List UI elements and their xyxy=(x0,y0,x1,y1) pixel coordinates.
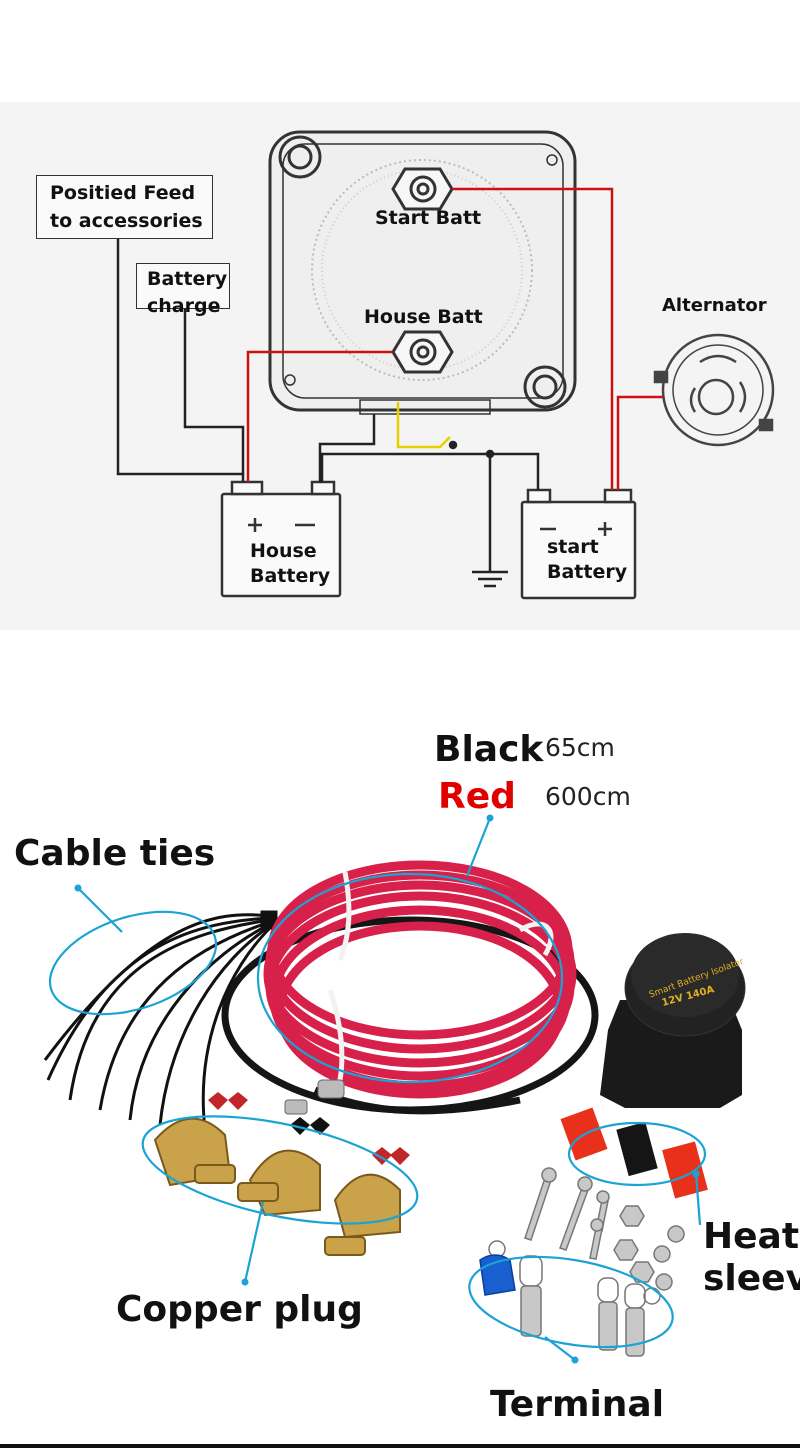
callout-dots xyxy=(74,814,700,1364)
isolator-unit: Smart Battery Isolator 12V 140A xyxy=(600,933,746,1108)
alternator-label: Alternator xyxy=(662,295,767,316)
heat-sleeve-label-line1: Heat xyxy=(703,1216,800,1257)
start-battery-label-line2: Battery xyxy=(547,561,628,583)
screws-and-nuts xyxy=(524,1167,685,1291)
red-cable-length: 600cm xyxy=(545,782,631,811)
feed-label-line2: to accessories xyxy=(50,210,203,232)
heat-sleeve-label-line2: sleeve xyxy=(703,1258,800,1299)
kit-contents: Smart Battery Isolator 12V 140A xyxy=(0,700,800,1448)
charge-label-line1: Battery xyxy=(147,268,228,290)
black-cable-length: 65cm xyxy=(545,733,615,762)
charge-label-line2: charge xyxy=(147,295,221,317)
black-wires xyxy=(116,234,540,588)
house-battery xyxy=(220,480,342,598)
start-battery xyxy=(520,488,637,600)
feed-label-line1: Positied Feed xyxy=(50,182,196,204)
start-batt-label: Start Batt xyxy=(375,207,482,229)
red-cable-label: Red xyxy=(438,776,516,817)
black-cable-label: Black xyxy=(434,729,544,770)
terminal-label: Terminal xyxy=(490,1384,665,1425)
house-batt-label: House Batt xyxy=(364,306,483,328)
isolator-body xyxy=(268,130,577,415)
yellow-switch-wire xyxy=(396,402,451,449)
red-wires xyxy=(246,187,663,490)
cable-lug xyxy=(317,1079,345,1099)
feed-label-box xyxy=(36,175,213,239)
alternator-icon xyxy=(653,333,775,447)
house-battery-label-line2: Battery xyxy=(250,565,331,587)
bottom-border xyxy=(0,1444,800,1448)
start-battery-label-line1: start xyxy=(547,536,599,558)
copper-plugs xyxy=(153,1092,410,1256)
house-battery-label-line1: House xyxy=(250,540,317,562)
copper-plug-label: Copper plug xyxy=(116,1289,363,1330)
kit-illustration: Smart Battery Isolator 12V 140A xyxy=(43,814,746,1364)
wiring-diagram: Positied Feed to accessories Battery cha… xyxy=(0,102,800,630)
cable-ties-label: Cable ties xyxy=(14,833,216,874)
charge-label-box xyxy=(136,263,230,309)
callouts xyxy=(48,817,707,1361)
red-cable-coil xyxy=(263,860,577,1099)
wiring-schematic xyxy=(116,130,775,600)
